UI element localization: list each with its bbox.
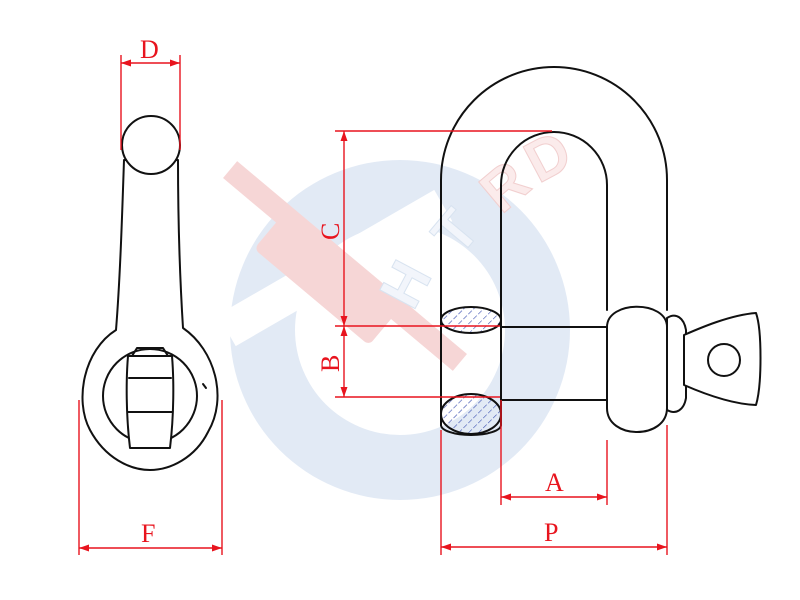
section-upper [440, 306, 502, 334]
dimension-a: A [500, 400, 608, 505]
side-view-tick [202, 383, 207, 389]
pin-wing-hole [707, 343, 741, 377]
bow-inner [500, 131, 608, 426]
pin-collar [666, 314, 687, 413]
dimension-d: D [120, 35, 181, 150]
shackle-front-view [440, 66, 762, 436]
side-view-body [81, 159, 219, 471]
side-view-pin-end [125, 355, 175, 449]
dimension-b-label: B [316, 355, 345, 372]
dimension-d-label: D [140, 35, 159, 64]
section-lower [440, 393, 502, 435]
dimension-c-label: C [316, 223, 345, 240]
dimension-f: F [78, 400, 223, 555]
side-view-pin-rim [131, 347, 169, 357]
dimension-c: C [316, 130, 552, 327]
side-view-top-ball [121, 115, 181, 175]
shackle-side-view [81, 115, 219, 471]
watermark-logo: H T R D [217, 118, 582, 500]
dimension-p-label: P [544, 518, 558, 547]
dimension-f-label: F [141, 519, 155, 548]
pin-eye-boss [606, 305, 668, 433]
bow-outer [440, 66, 668, 426]
dimension-a-label: A [545, 468, 564, 497]
dimension-p: P [440, 425, 668, 555]
dimension-b: B [316, 326, 500, 398]
